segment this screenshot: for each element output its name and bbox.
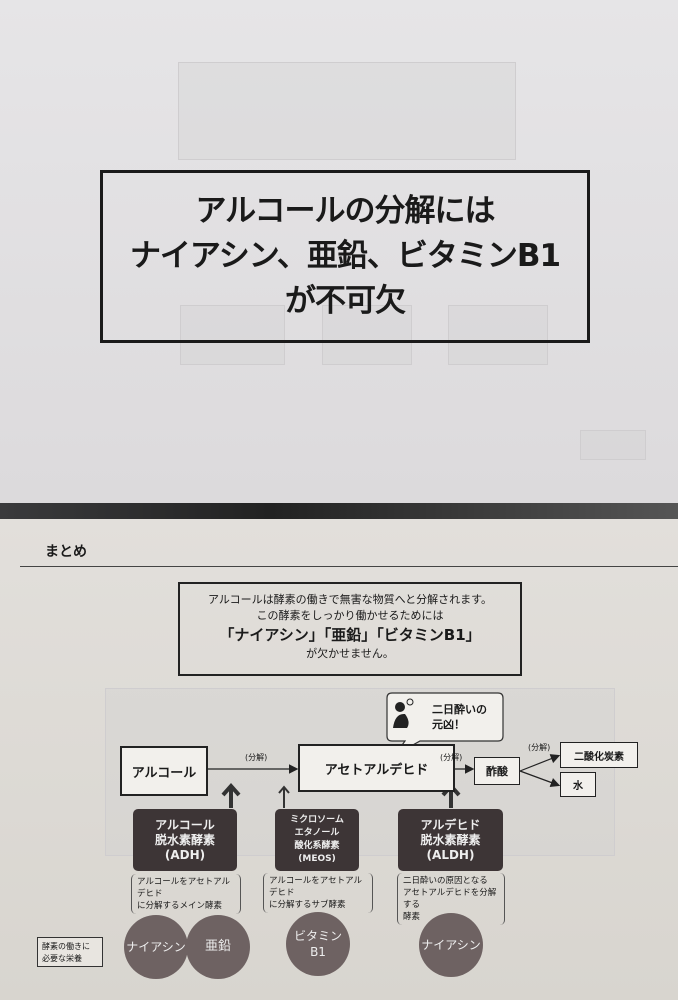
adh-note: アルコールをアセトアルデヒド に分解するメイン酵素 — [131, 874, 241, 914]
enzyme-line: アルデヒド — [420, 817, 481, 832]
nutrient-niacin: ナイアシン — [124, 915, 188, 979]
note-line: アルコールをアセトアルデヒド — [137, 877, 230, 899]
summary-text: アルコールは酵素の働きで無害な物質へと分解されます。 — [207, 593, 493, 606]
water-box: 水 — [560, 772, 596, 797]
note-line: 酵素 — [403, 912, 421, 922]
enzyme-line: エタノール — [294, 828, 340, 838]
callout-box: アルコールの分解には ナイアシン、亜鉛、ビタミンB1 が不可欠 — [100, 170, 590, 343]
faded-label-box — [580, 430, 646, 460]
nutrient-text: ビタミン — [293, 929, 342, 943]
callout-line: ナイアシン、亜鉛、ビタミンB1 — [129, 238, 561, 274]
callout-line: アルコールの分解には — [195, 193, 495, 229]
nutrient-zinc: 亜鉛 — [186, 915, 250, 979]
heading-rule — [20, 566, 678, 567]
enzyme-line: 酸化系酵素 — [294, 841, 340, 851]
note-line: に分解するメイン酵素 — [137, 901, 223, 911]
decompose-label: (分解) — [528, 743, 551, 752]
enzyme-line: ミクロソーム — [290, 815, 344, 825]
arrow-to-water — [519, 770, 561, 788]
meos-enzyme-box: ミクロソーム エタノール 酸化系酵素 (MEOS) — [275, 809, 359, 871]
summary-highlight: 「ナイアシン」「亜鉛」「ビタミンB1」 — [219, 626, 481, 644]
faded-enzyme-box — [322, 305, 412, 365]
aldh-enzyme-box: アルデヒド 脱水素酵素 (ALDH) — [398, 809, 503, 871]
enzyme-line: 脱水素酵素 — [420, 832, 481, 847]
enzyme-line: (MEOS) — [298, 854, 336, 864]
enzyme-line: 脱水素酵素 — [154, 832, 215, 847]
decompose-label: (分解) — [440, 753, 463, 762]
faded-summary-box — [178, 62, 516, 160]
adh-enzyme-box: アルコール 脱水素酵素 (ADH) — [133, 809, 237, 871]
arrow-to-co2 — [519, 754, 561, 772]
nutrient-vitamin-b1: ビタミン B1 — [286, 912, 350, 976]
acetic-acid-box: 酢酸 — [474, 757, 520, 785]
alcohol-box: アルコール — [120, 746, 208, 796]
bubble-text: 二日酔いの 元凶！ — [432, 702, 487, 732]
enzyme-line: (ADH) — [164, 847, 206, 862]
note-line: アルコールをアセトアルデヒド — [269, 876, 362, 898]
page-divider — [0, 503, 678, 519]
arrow-meos-up — [278, 785, 290, 808]
callout-line: が不可欠 — [285, 283, 406, 319]
bubble-line: 元凶！ — [432, 718, 465, 731]
aldh-note: 二日酔いの原因となる アセトアルデヒドを分解する 酵素 — [397, 873, 505, 925]
meos-note: アルコールをアセトアルデヒド に分解するサブ酵素 — [263, 873, 373, 913]
bubble-line: 二日酔いの — [432, 703, 487, 716]
nutrients-label-box: 酵素の働きに 必要な栄養 — [37, 937, 103, 967]
section-heading: まとめ — [45, 544, 87, 560]
nutrient-niacin: ナイアシン — [419, 913, 483, 977]
decompose-label: (分解) — [245, 753, 268, 762]
summary-text: この酵素をしっかり働かせるためには — [256, 609, 444, 622]
acetaldehyde-box: アセトアルデヒド — [298, 744, 455, 792]
label-line: 必要な栄養 — [42, 954, 82, 963]
note-line: アセトアルデヒドを分解する — [403, 888, 497, 910]
note-line: に分解するサブ酵素 — [269, 900, 346, 910]
enzyme-line: (ALDH) — [426, 847, 475, 862]
nutrient-text: B1 — [310, 945, 326, 959]
co2-box: 二酸化炭素 — [560, 742, 638, 768]
summary-box: アルコールは酵素の働きで無害な物質へと分解されます。 この酵素をしっかり働かせる… — [178, 582, 522, 676]
note-line: 二日酔いの原因となる — [403, 876, 488, 886]
enzyme-line: アルコール — [155, 817, 215, 832]
summary-text: が欠かせません。 — [306, 647, 394, 660]
label-line: 酵素の働きに — [42, 942, 90, 951]
arrow-adh-up — [221, 782, 241, 808]
hangover-person-icon — [393, 698, 414, 728]
top-page — [0, 0, 678, 505]
faded-enzyme-box — [448, 305, 548, 365]
faded-enzyme-box — [180, 305, 285, 365]
